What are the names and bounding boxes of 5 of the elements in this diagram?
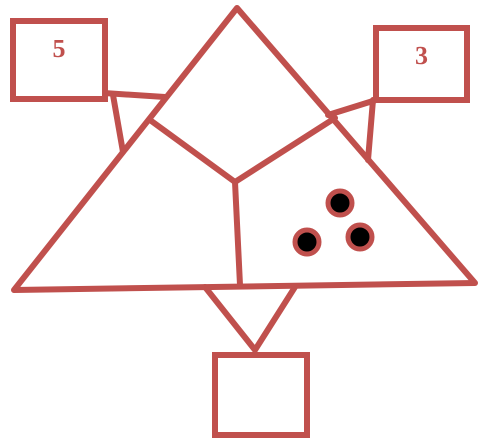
number-text: 3 <box>415 41 428 71</box>
number-text: 5 <box>52 34 66 64</box>
number-box <box>10 18 108 102</box>
empty-answer-box <box>212 352 310 438</box>
number-box <box>373 25 470 103</box>
